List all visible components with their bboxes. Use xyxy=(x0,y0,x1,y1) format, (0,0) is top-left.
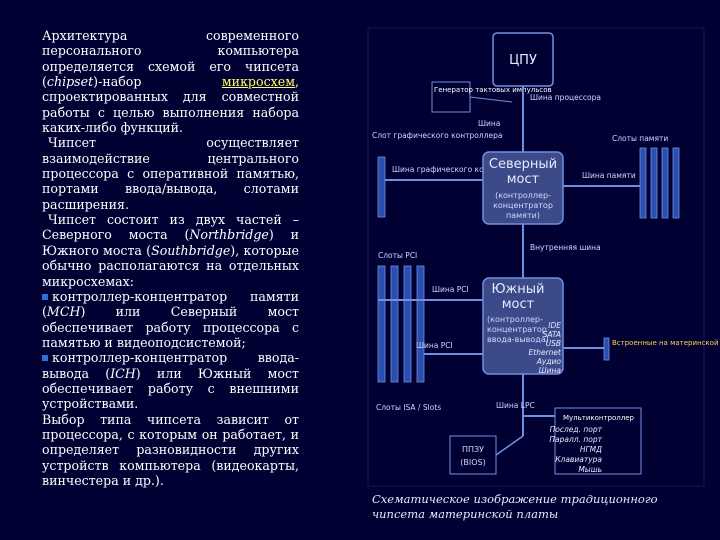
pci-slot xyxy=(416,265,425,383)
cpu-bus-label: Шина процессора xyxy=(530,93,601,102)
pci-slots-label: Слоты PCI xyxy=(378,251,417,260)
onboard-label: Встроенные на материнской плате xyxy=(612,339,720,347)
text-fragment: ) или Южный мост обеспечивает работу с в… xyxy=(42,365,299,412)
bios-title: ППЗУ xyxy=(462,445,484,454)
term-northbridge: Northbridge xyxy=(189,227,269,243)
superio-title: Мультиконтроллер xyxy=(563,414,635,422)
body-text: Архитектура современного персонального к… xyxy=(42,28,299,488)
clock-generator-label: Генератор тактовых импульсов xyxy=(434,86,552,94)
northbridge-sub-3: памяти) xyxy=(506,211,540,220)
port-ethernet: Ethernet xyxy=(529,348,562,357)
superio-box xyxy=(554,407,642,475)
pci-slot xyxy=(377,265,386,383)
isa-slots-label: Слоты ISA / Slots xyxy=(376,403,441,412)
text-fragment: ) и Южного моста ( xyxy=(42,227,299,258)
agp-slot-label: Слот графического контроллера xyxy=(372,131,502,140)
text-fragment: )-набор xyxy=(93,74,222,90)
paragraph-selection: Выбор типа чипсета зависит от процессора… xyxy=(42,411,299,488)
superio-item: Паралл. порт xyxy=(549,435,602,444)
lpc-bus-label: Шина LPC xyxy=(496,401,535,410)
memory-slot xyxy=(639,147,647,219)
northbridge-sub-1: (контроллер- xyxy=(495,191,551,200)
memory-slot xyxy=(672,147,680,219)
bios-box xyxy=(449,435,497,475)
port-ide: IDE xyxy=(548,321,561,330)
southbridge-sub-3: ввода-вывода) xyxy=(487,335,549,344)
agp-bus-label: Шина графического контроллера xyxy=(392,165,526,174)
text-fragment: ) или Северный мост обеспечивает работу … xyxy=(42,304,299,350)
internal-bus-label: Внутренняя шина xyxy=(530,243,601,252)
paragraph-architecture: Архитектура современного персонального к… xyxy=(42,28,299,135)
superio-item: Мышь xyxy=(578,465,602,474)
square-bullet-icon xyxy=(42,355,48,362)
text-fragment: Архитектура современного персонального к… xyxy=(42,28,299,90)
superio-item: Послед. порт xyxy=(550,425,603,434)
text-fragment: ), которые обычно располагаются на отдел… xyxy=(42,242,299,289)
paragraph-interaction: Чипсет осуществляет взаимодействие центр… xyxy=(42,135,299,212)
agp-slot xyxy=(377,156,386,218)
onboard-connector xyxy=(603,337,610,361)
term-southbridge: Southbridge xyxy=(151,242,231,258)
port-usb: USB xyxy=(546,339,561,348)
term-chipset: chipset xyxy=(46,74,94,90)
southbridge-sub-2: концентратор xyxy=(487,325,547,334)
cpu-label: ЦПУ xyxy=(509,53,537,68)
text-fragment: , спроектированных для совместной работы… xyxy=(42,74,299,136)
memory-slot xyxy=(661,147,669,219)
memory-slots-label: Слоты памяти xyxy=(612,134,668,143)
pci-bus-label: Шина PCI xyxy=(432,285,469,294)
superio-item: Клавиатура xyxy=(555,455,602,464)
clock-link xyxy=(469,96,513,103)
southbridge-title-1: Южный xyxy=(492,282,545,297)
cpu-slot-label: Шина xyxy=(478,119,500,128)
diagram-caption: Схематическое изображение традиционного … xyxy=(372,492,658,521)
square-bullet-icon xyxy=(42,293,48,300)
term-ich: ICH xyxy=(110,365,136,381)
bios-link xyxy=(495,435,524,456)
port-sata: SATA xyxy=(543,330,561,339)
bullet-mch: контроллер-концентратор памяти (MCH) или… xyxy=(42,289,299,350)
southbridge-title-2: мост xyxy=(502,297,535,312)
superio-item: НГМД xyxy=(580,445,602,454)
northbridge-title-1: Северный xyxy=(489,157,557,172)
link-microcircuits[interactable]: микросхем xyxy=(221,74,295,90)
memory-slot xyxy=(650,147,658,219)
pci-bus-2-label: Шина PCI xyxy=(416,341,453,350)
pci-slot xyxy=(390,265,399,383)
text-fragment: контроллер-концентратор ввода-вывода ( xyxy=(42,350,299,381)
northbridge-title-2: мост xyxy=(507,172,540,187)
text-fragment: контроллер-концентратор памяти ( xyxy=(42,288,299,320)
text-fragment: Чипсет состоит из двух частей – Северног… xyxy=(42,212,299,243)
paragraph-composition: Чипсет состоит из двух частей – Северног… xyxy=(42,212,299,289)
term-mch: MCH xyxy=(46,304,81,320)
port-bus: Шина xyxy=(539,366,562,375)
southbridge-sub-1: (контроллер- xyxy=(487,315,543,324)
pci-slot xyxy=(403,265,412,383)
bios-sub: (BIOS) xyxy=(460,458,485,467)
diagram-frame xyxy=(367,27,705,487)
memory-bus-label: Шина памяти xyxy=(582,171,636,180)
northbridge-sub-2: концентратор xyxy=(493,201,553,210)
bullet-ich: контроллер-концентратор ввода-вывода (IC… xyxy=(42,350,299,411)
port-audio: Аудио xyxy=(536,357,562,366)
